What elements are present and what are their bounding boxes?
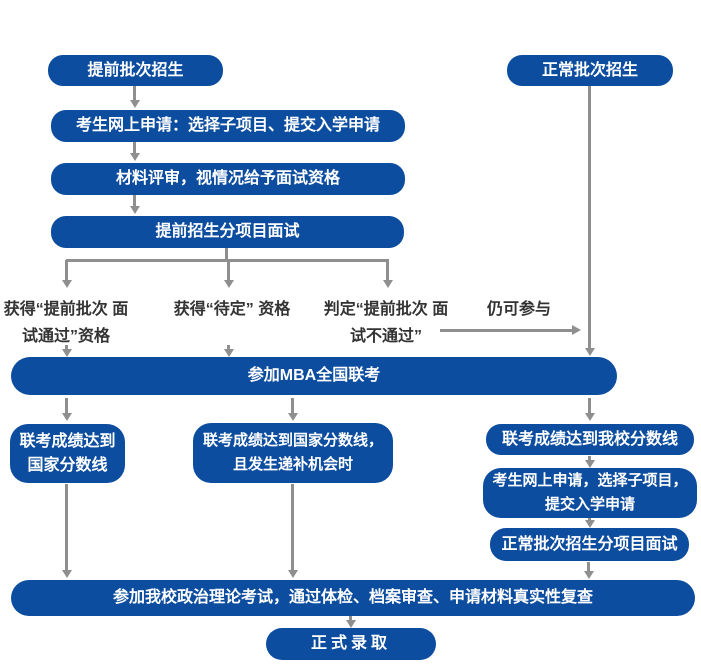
node-national-line: 联考成绩达到 国家分数线 [10, 424, 125, 483]
arrow-exam-left-line [65, 398, 68, 414]
arrow-admission-line [349, 616, 352, 621]
label-fail-line1: 判定“提前批次 [323, 301, 428, 318]
arrow-left-to-political-head [62, 570, 72, 578]
node-early-batch: 提前批次招生 [48, 55, 223, 86]
arrow-admission-head [346, 620, 356, 628]
node-normal-apply: 考生网上申请，选择子项目， 提交入学申请 [483, 468, 697, 518]
node-national-supplement-2: 且发生递补机会时 [232, 456, 353, 473]
node-national-line-1: 联考成绩达到 [19, 432, 116, 450]
label-pass-line2: 面试通过”资格 [21, 301, 129, 345]
branch-mid-line [227, 260, 230, 281]
node-admission: 正式录取 [266, 628, 436, 660]
arrow-early1-line [133, 86, 136, 101]
label-pass: 获得“提前批次 面试通过”资格 [0, 296, 132, 350]
label-fail-line2: 面试不通过” [349, 301, 449, 345]
node-early-apply: 考生网上申请：选择子项目、提交入学申请 [51, 110, 405, 142]
node-normal-apply-2: 提交入学申请 [544, 496, 635, 513]
arrow-right-to-political-head [584, 571, 594, 579]
arrow-fail-to-normal-head [572, 325, 581, 335]
node-national-line-2: 国家分数线 [27, 456, 108, 474]
arrow-apply-interview-head [585, 520, 595, 528]
label-pending: 获得“待定” 资格 [170, 296, 294, 323]
branch-left-head [62, 280, 72, 288]
label-still-participate: 仍可参与 [486, 301, 551, 318]
arrow-early2-line [133, 142, 136, 154]
node-normal-apply-1: 考生网上申请，选择子项目， [492, 472, 688, 489]
arrow-left-to-political-line [65, 484, 68, 570]
branch-stub-line [225, 248, 228, 261]
node-national-supplement: 联考成绩达到国家分数线， 且发生递补机会时 [193, 423, 393, 483]
arrow-pending-down-head [224, 349, 234, 357]
arrow-exam-right-line [588, 398, 591, 414]
label-pending-line2: 资格 [258, 301, 291, 318]
arrow-exam-mid-line [291, 398, 294, 414]
arrow-early3-line [133, 195, 136, 207]
arrow-early2-head [130, 153, 140, 161]
arrow-right-to-political-line [587, 562, 590, 572]
arrow-school-apply-head [585, 460, 595, 468]
arrow-pass-down-line [65, 345, 68, 351]
arrow-mid-to-political-head [288, 570, 298, 578]
label-pass-line1: 获得“提前批次 [3, 301, 108, 318]
arrow-mid-to-political-line [291, 484, 294, 570]
arrow-school-apply-line [588, 456, 591, 461]
node-material-review: 材料评审，视情况给予面试资格 [51, 163, 405, 195]
arrow-pending-down-line [227, 345, 230, 351]
label-pending-line1: 获得“待定” [173, 301, 254, 318]
node-normal-interview: 正常批次招生分项目面试 [490, 528, 689, 561]
node-school-line: 联考成绩达到我校分数线 [486, 424, 694, 455]
node-normal-batch: 正常批次招生 [507, 55, 673, 86]
arrow-normal-long-head [585, 348, 595, 356]
arrow-pass-down-head [62, 349, 72, 357]
arrow-normal-long-line [588, 86, 591, 349]
arrow-exam-mid-head [288, 413, 298, 421]
branch-mid-head [224, 280, 234, 288]
node-early-interview: 提前招生分项目面试 [51, 216, 404, 248]
arrow-exam-right-head [585, 413, 595, 421]
branch-left-line [65, 260, 68, 281]
arrow-exam-left-head [62, 413, 72, 421]
arrow-early1-head [130, 100, 140, 108]
arrow-early3-head [130, 206, 140, 214]
node-political-exam: 参加我校政治理论考试，通过体检、档案审查、申请材料真实性复查 [11, 580, 695, 616]
branch-right-head [383, 280, 393, 288]
arrow-fail-to-normal-line [440, 329, 574, 332]
label-fail: 判定“提前批次 面试不通过” [320, 296, 452, 350]
branch-right-line [386, 260, 389, 281]
node-joint-exam: 参加MBA全国联考 [11, 357, 617, 395]
node-national-supplement-1: 联考成绩达到国家分数线， [202, 432, 383, 449]
